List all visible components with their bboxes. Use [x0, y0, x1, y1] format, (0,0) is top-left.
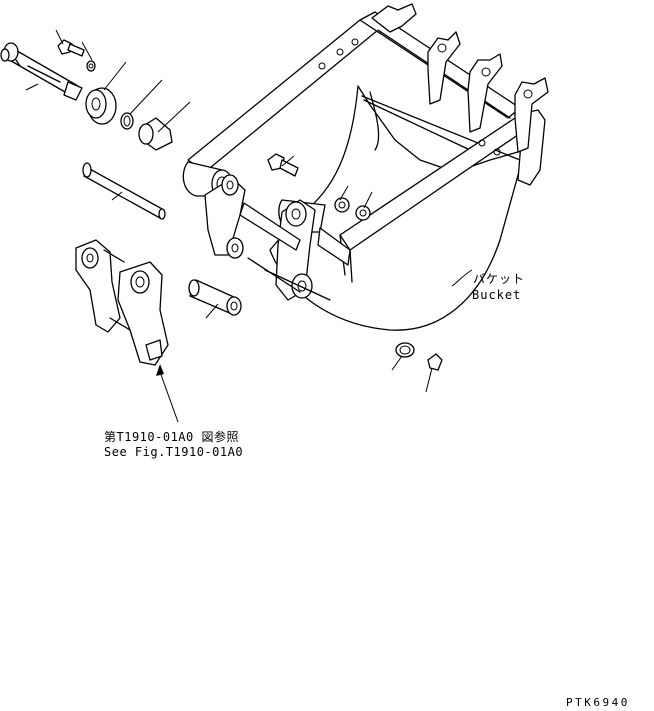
nut-2 [355, 205, 371, 221]
leader-lines [25, 29, 473, 423]
pin-middle [82, 162, 166, 220]
bucket-tooth-2 [427, 31, 461, 105]
bucket-label-en: Bucket [472, 288, 522, 302]
reference-label-jp: 第T1910-01A0 図参照 [104, 430, 239, 444]
clip-small [427, 353, 443, 371]
washer-small [86, 60, 96, 72]
nut-1 [334, 197, 350, 213]
pin-long [0, 42, 83, 101]
flanged-bushing [85, 87, 117, 125]
bucket-tooth-3 [467, 53, 503, 133]
bucket-tooth-1 [371, 3, 417, 33]
reference-label-en: See Fig.T1910-01A0 [104, 445, 244, 459]
link-assembly [75, 239, 169, 366]
bolt-top [57, 39, 85, 57]
bucket-label-jp: バケット [473, 272, 526, 286]
pin-lower [188, 279, 242, 316]
bucket-cross-tube [239, 202, 301, 251]
bucket [182, 3, 549, 331]
o-ring-top [120, 112, 134, 130]
bucket-tooth-4 [514, 77, 549, 153]
o-ring-lower [395, 342, 415, 358]
drawing-code: PTK6940 [566, 696, 630, 709]
sleeve-top [138, 117, 173, 151]
